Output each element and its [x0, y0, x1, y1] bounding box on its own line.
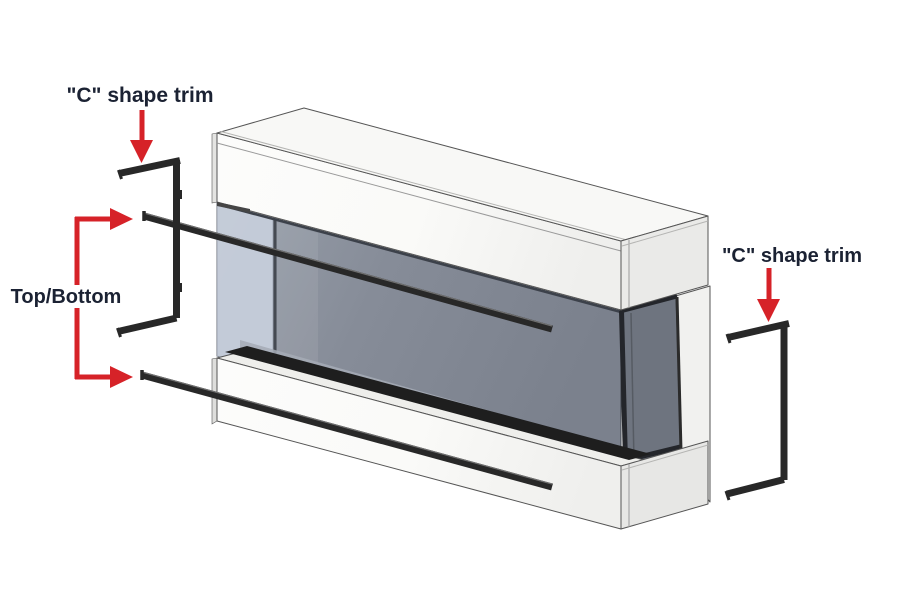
- top-box-top-chamfer-line: [220, 131, 626, 240]
- top-box-left-face: [211, 132, 218, 204]
- right-label-arrow: [757, 268, 780, 322]
- right-c-trim-top-arm: [727, 320, 790, 341]
- left-c-trim-top-end-cap: [117, 169, 123, 180]
- left-c-trim-label: "C" shape trim: [66, 84, 213, 107]
- glass-base-black-strip: [225, 346, 651, 460]
- down-arrow-head: [130, 140, 153, 163]
- glass-right-top-frame: [619, 293, 678, 314]
- left-label-arrow: [130, 110, 153, 163]
- right-c-trim-label: "C" shape trim: [722, 245, 862, 267]
- left-c-trim-clip-tab-lower: [178, 283, 182, 292]
- bottom-trim-bar-body: [141, 371, 553, 491]
- left-c-trim-clip-tab-upper: [178, 190, 182, 199]
- left-c-trim-bottom-end-cap: [116, 327, 122, 338]
- glass-reflection: [277, 222, 318, 370]
- top-box-front-lip-line: [216, 142, 622, 252]
- glass-corner-inner-line: [630, 312, 635, 463]
- glass-front-corner-frame: [619, 310, 628, 464]
- right-c-trim-bottom-end-cap: [724, 490, 731, 501]
- bottom-box-right-top-chamfer: [621, 444, 709, 471]
- bottom-box-right-face: [620, 440, 709, 530]
- top-trim-bar: [142, 211, 553, 333]
- top-trim-bar-body: [143, 212, 553, 333]
- glass-top-frame: [216, 202, 622, 314]
- fireplace-unit: [211, 107, 711, 530]
- bracket-top-arrow-head: [110, 208, 133, 230]
- top-bottom-label: Top/Bottom: [11, 286, 122, 308]
- top-box-right-top-chamfer: [621, 220, 709, 247]
- left-c-trim-top-arm: [118, 157, 181, 177]
- label-occluder: [4, 285, 131, 308]
- bottom-trim-bar-highlight: [141, 371, 553, 485]
- top-box-underside-shadow: [217, 202, 250, 213]
- right-c-shape-trim: [724, 320, 790, 501]
- bracket-bottom-arrow-head: [110, 366, 133, 388]
- bottom-trim-bar: [140, 370, 553, 491]
- left-c-trim-bottom-arm: [117, 314, 178, 335]
- top-trim-bar-highlight: [143, 212, 553, 327]
- right-c-trim-top-end-cap: [725, 333, 732, 344]
- down-arrow-shaft: [766, 268, 772, 301]
- down-arrow-head: [757, 299, 780, 322]
- glass-right-pane: [619, 295, 682, 465]
- down-arrow-shaft: [139, 110, 145, 142]
- glass-right-back-edge: [675, 296, 683, 452]
- right-c-trim-bottom-arm: [726, 476, 785, 498]
- left-c-shape-trim: [116, 157, 182, 338]
